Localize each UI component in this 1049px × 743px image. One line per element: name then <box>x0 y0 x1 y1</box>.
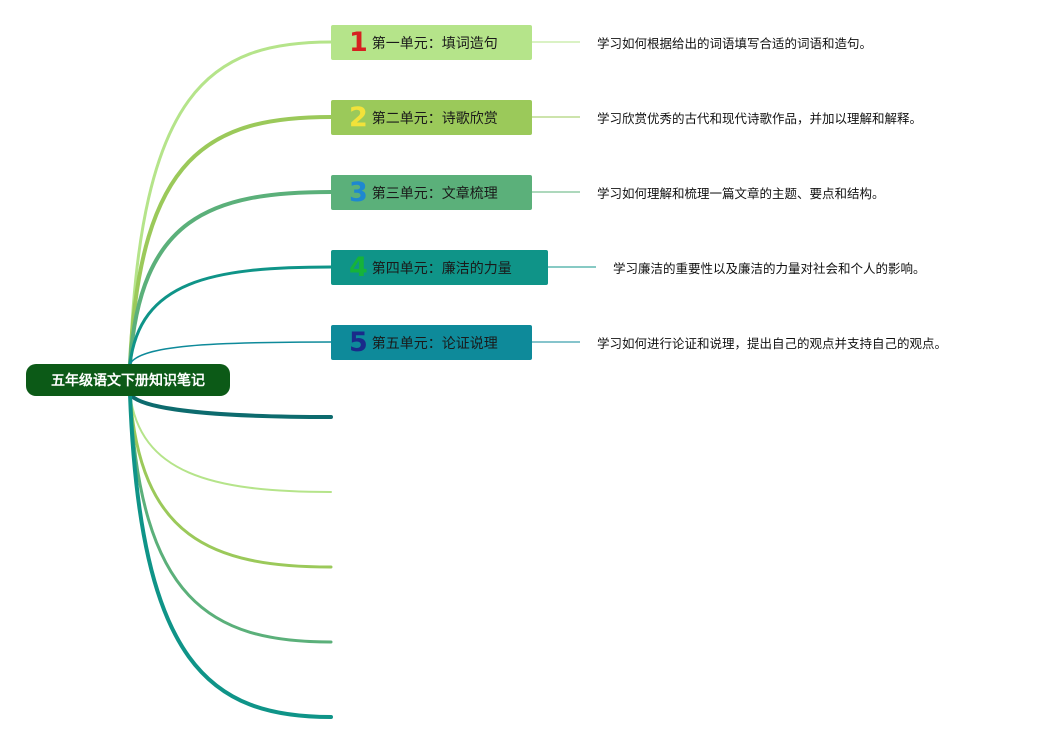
topic-unit-2[interactable]: 2 第二单元：诗歌欣赏 <box>331 100 532 135</box>
unit-description-2[interactable]: 学习欣赏优秀的古代和现代诗歌作品，并加以理解和解释。 <box>597 111 923 126</box>
branch-unit-4 <box>128 265 333 366</box>
unit-number-2: 2 <box>349 102 368 133</box>
unit-description-4[interactable]: 学习廉洁的重要性以及廉洁的力量对社会和个人的影响。 <box>613 261 926 276</box>
unit-number-3: 3 <box>349 177 368 208</box>
branch-unit-3 <box>128 190 333 366</box>
unit-number-5: 5 <box>349 327 368 358</box>
topic-unit-1[interactable]: 1 第一单元：填词造句 <box>331 25 532 60</box>
topic-unit-4[interactable]: 4 第四单元：廉洁的力量 <box>331 250 548 285</box>
unit-description-3[interactable]: 学习如何理解和梳理一篇文章的主题、要点和结构。 <box>597 186 885 201</box>
unit-number-4: 4 <box>349 252 368 283</box>
root-topic-label: 五年级语文下册知识笔记 <box>51 373 205 389</box>
empty-branch-1 <box>128 392 333 419</box>
topic-unit-5[interactable]: 5 第五单元：论证说理 <box>331 325 532 360</box>
unit-label-1: 第一单元：填词造句 <box>371 35 498 52</box>
unit-label-3: 第三单元：文章梳理 <box>371 185 498 202</box>
unit-label-4: 第四单元：廉洁的力量 <box>371 260 512 277</box>
root-topic[interactable]: 五年级语文下册知识笔记 <box>26 364 230 396</box>
empty-branch-3 <box>128 392 333 569</box>
topic-unit-3[interactable]: 3 第三单元：文章梳理 <box>331 175 532 210</box>
unit-number-1: 1 <box>349 27 368 58</box>
empty-branch-5 <box>128 392 333 719</box>
unit-label-5: 第五单元：论证说理 <box>371 335 498 352</box>
empty-branch-2 <box>129 393 332 493</box>
unit-description-5[interactable]: 学习如何进行论证和说理，提出自己的观点并支持自己的观点。 <box>597 336 948 351</box>
empty-branch-4 <box>128 392 333 644</box>
unit-label-2: 第二单元：诗歌欣赏 <box>371 110 498 127</box>
branch-unit-1 <box>128 40 333 366</box>
unit-description-1[interactable]: 学习如何根据给出的词语填写合适的词语和造句。 <box>597 36 873 51</box>
branch-unit-5 <box>129 341 332 365</box>
branch-unit-2 <box>128 115 333 366</box>
